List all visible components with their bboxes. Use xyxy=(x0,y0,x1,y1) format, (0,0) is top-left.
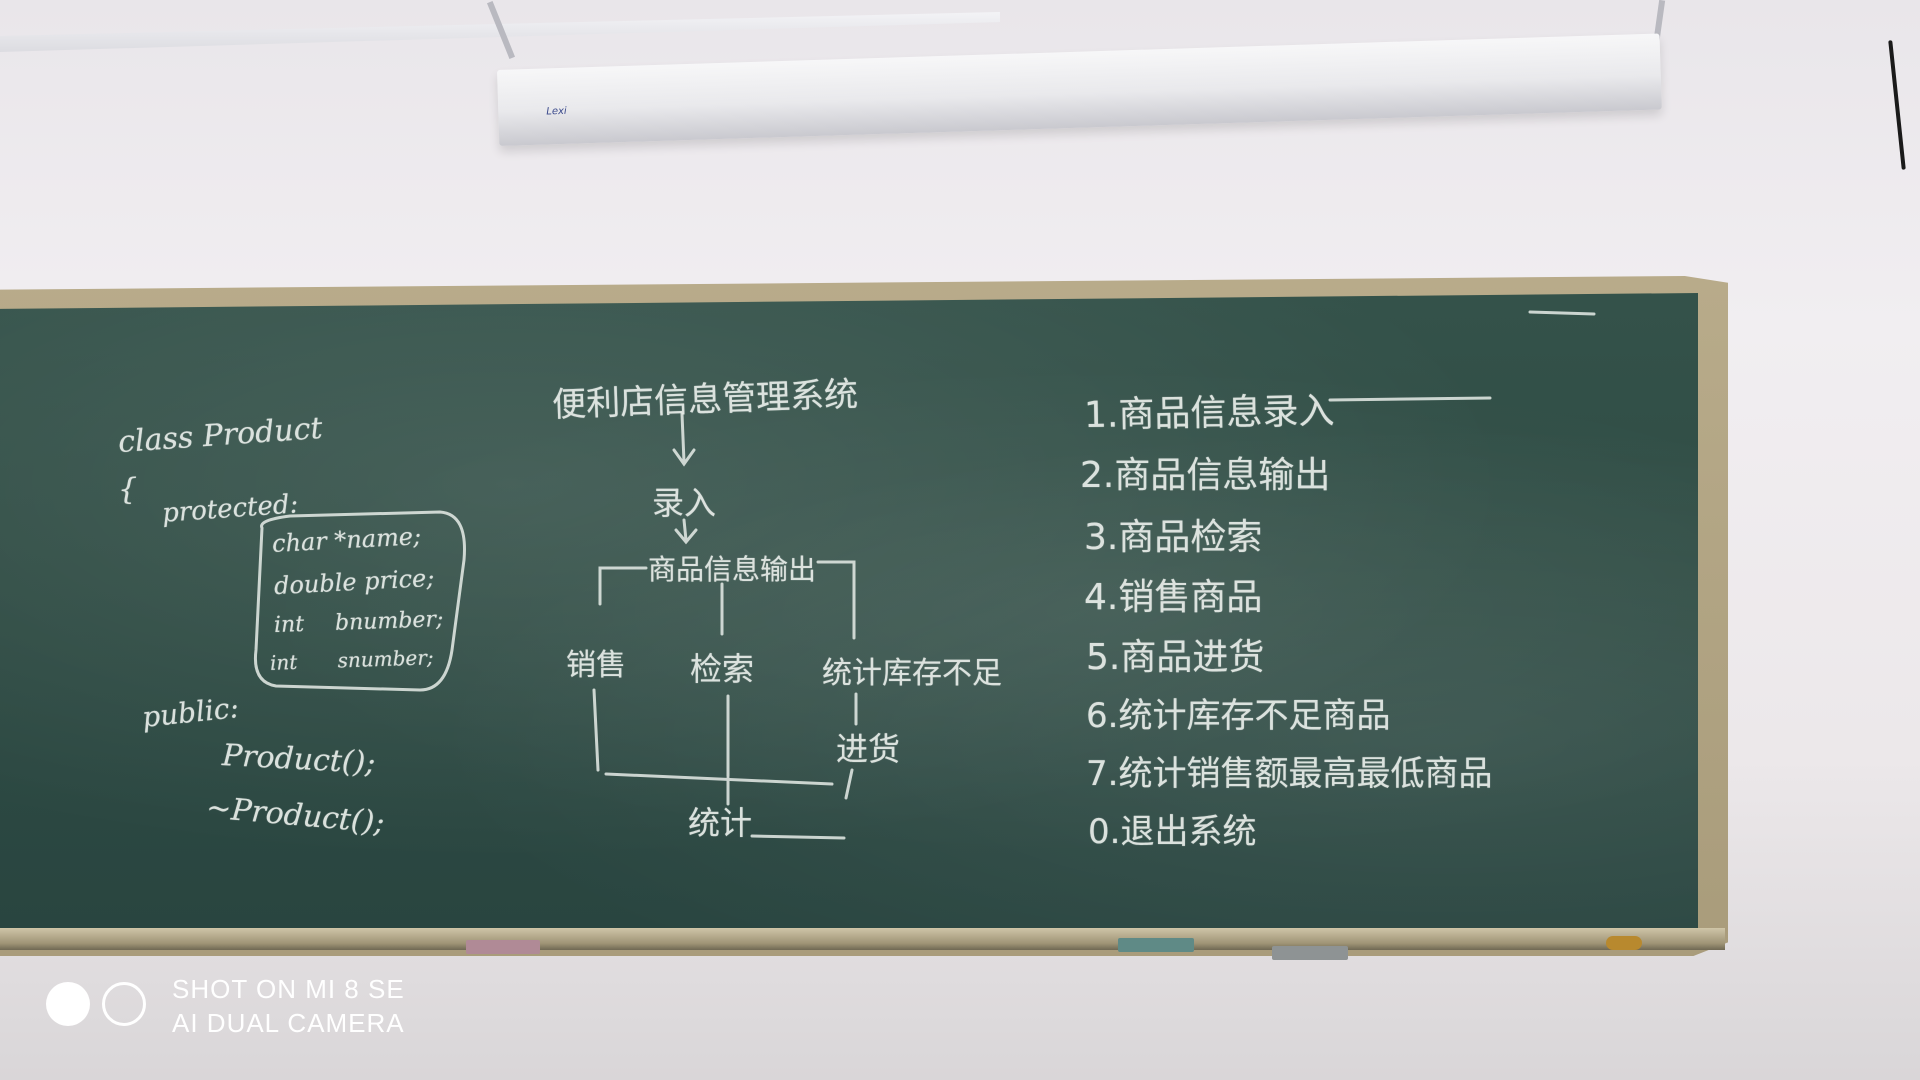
stats-underline xyxy=(750,834,846,840)
connector-output-right xyxy=(816,560,856,640)
menu-item-2: 2.商品信息输出 xyxy=(1080,455,1331,496)
connector-restock-down xyxy=(844,768,854,800)
flow-branch-search: 检索 xyxy=(690,650,755,688)
camera-dot-filled-icon xyxy=(46,982,90,1026)
eraser-pink xyxy=(466,940,540,954)
arrow-entry-to-output xyxy=(674,518,698,545)
member-bracket xyxy=(253,510,466,692)
menu-1-underline xyxy=(1328,396,1492,402)
eraser-green xyxy=(1118,938,1194,952)
arrow-title-to-entry xyxy=(672,412,696,467)
watermark-line-2: AI DUAL CAMERA xyxy=(172,1008,405,1038)
tray-knob xyxy=(1606,936,1642,950)
open-brace: { xyxy=(118,472,138,507)
chalk-tray xyxy=(0,928,1725,950)
connector-output-left xyxy=(598,566,648,606)
stats-bus xyxy=(604,772,834,786)
menu-item-5: 5.商品进货 xyxy=(1086,637,1265,678)
menu-item-7: 7.统计销售额最高最低商品 xyxy=(1086,754,1493,794)
menu-item-6: 6.统计库存不足商品 xyxy=(1086,696,1391,736)
camera-dot-ring-icon xyxy=(102,982,146,1026)
flow-stats: 统计 xyxy=(688,804,753,842)
flow-branch-low-stock: 统计库存不足 xyxy=(822,656,1002,691)
connector-sales-down xyxy=(592,688,600,772)
eraser-grey xyxy=(1272,946,1348,960)
flow-branch-sales: 销售 xyxy=(566,648,626,683)
menu-item-0: 0.退出系统 xyxy=(1088,812,1257,852)
shelf-mark xyxy=(1528,310,1596,316)
flow-entry: 录入 xyxy=(652,484,717,522)
watermark-line-1: SHOT ON MI 8 SE xyxy=(172,974,405,1004)
flow-output: 商品信息输出 xyxy=(648,553,817,586)
menu-item-4: 4.销售商品 xyxy=(1084,577,1263,618)
menu-item-3: 3.商品检索 xyxy=(1084,517,1263,558)
flow-restock: 进货 xyxy=(836,730,901,768)
